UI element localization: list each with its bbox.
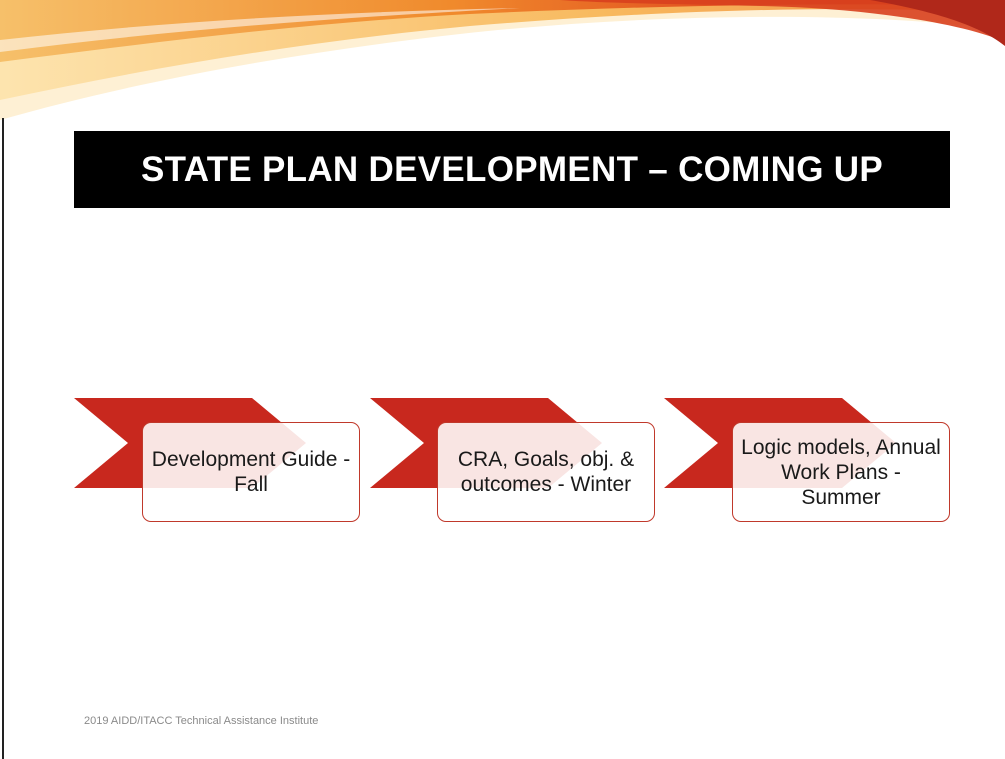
slide-footer: 2019 AIDD/ITACC Technical Assistance Ins… [84, 715, 319, 727]
process-step-box-1: Development Guide - Fall [142, 422, 360, 522]
slide-title: STATE PLAN DEVELOPMENT – COMING UP [140, 149, 883, 189]
title-bar: STATE PLAN DEVELOPMENT – COMING UP [74, 131, 950, 208]
process-step-box-3: Logic models, Annual Work Plans - Summer [732, 422, 950, 522]
process-step-label-2: CRA, Goals, obj. & outcomes - Winter [457, 448, 635, 496]
decorative-swoosh [0, 0, 1005, 120]
process-step-box-2: CRA, Goals, obj. & outcomes - Winter [437, 422, 655, 522]
slide-left-border [2, 118, 4, 759]
process-step-label-1: Development Guide - Fall [151, 448, 351, 496]
process-step-label-3: Logic models, Annual Work Plans - Summer [741, 435, 941, 509]
